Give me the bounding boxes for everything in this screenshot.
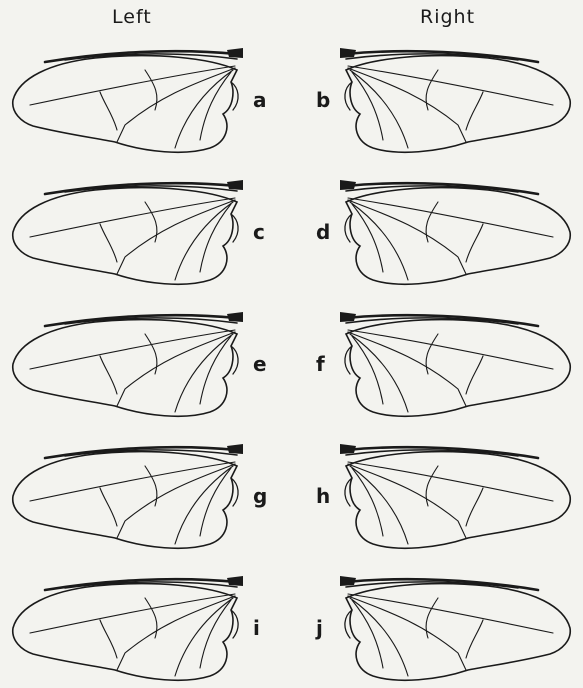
wing-right-row-5	[338, 558, 578, 688]
wing-label-left: i	[253, 616, 260, 640]
wing-right-row-4	[338, 426, 578, 556]
wing-label-right: j	[316, 616, 323, 640]
wing-right-row-3	[338, 294, 578, 424]
right-column-header: Right	[420, 6, 475, 28]
wing-left-row-1	[5, 30, 245, 160]
left-column-header: Left	[112, 6, 152, 28]
wing-left-row-4	[5, 426, 245, 556]
wing-label-right: d	[316, 220, 330, 244]
wing-label-right: h	[316, 484, 330, 508]
wing-label-left: g	[253, 484, 267, 508]
wing-label-left: c	[253, 220, 265, 244]
wing-label-left: e	[253, 352, 267, 376]
wing-right-row-1	[338, 30, 578, 160]
wing-label-right: b	[316, 88, 330, 112]
wing-right-row-2	[338, 162, 578, 292]
wing-left-row-5	[5, 558, 245, 688]
wing-label-right: f	[316, 352, 325, 376]
wing-left-row-2	[5, 162, 245, 292]
wing-label-left: a	[253, 88, 267, 112]
wing-left-row-3	[5, 294, 245, 424]
